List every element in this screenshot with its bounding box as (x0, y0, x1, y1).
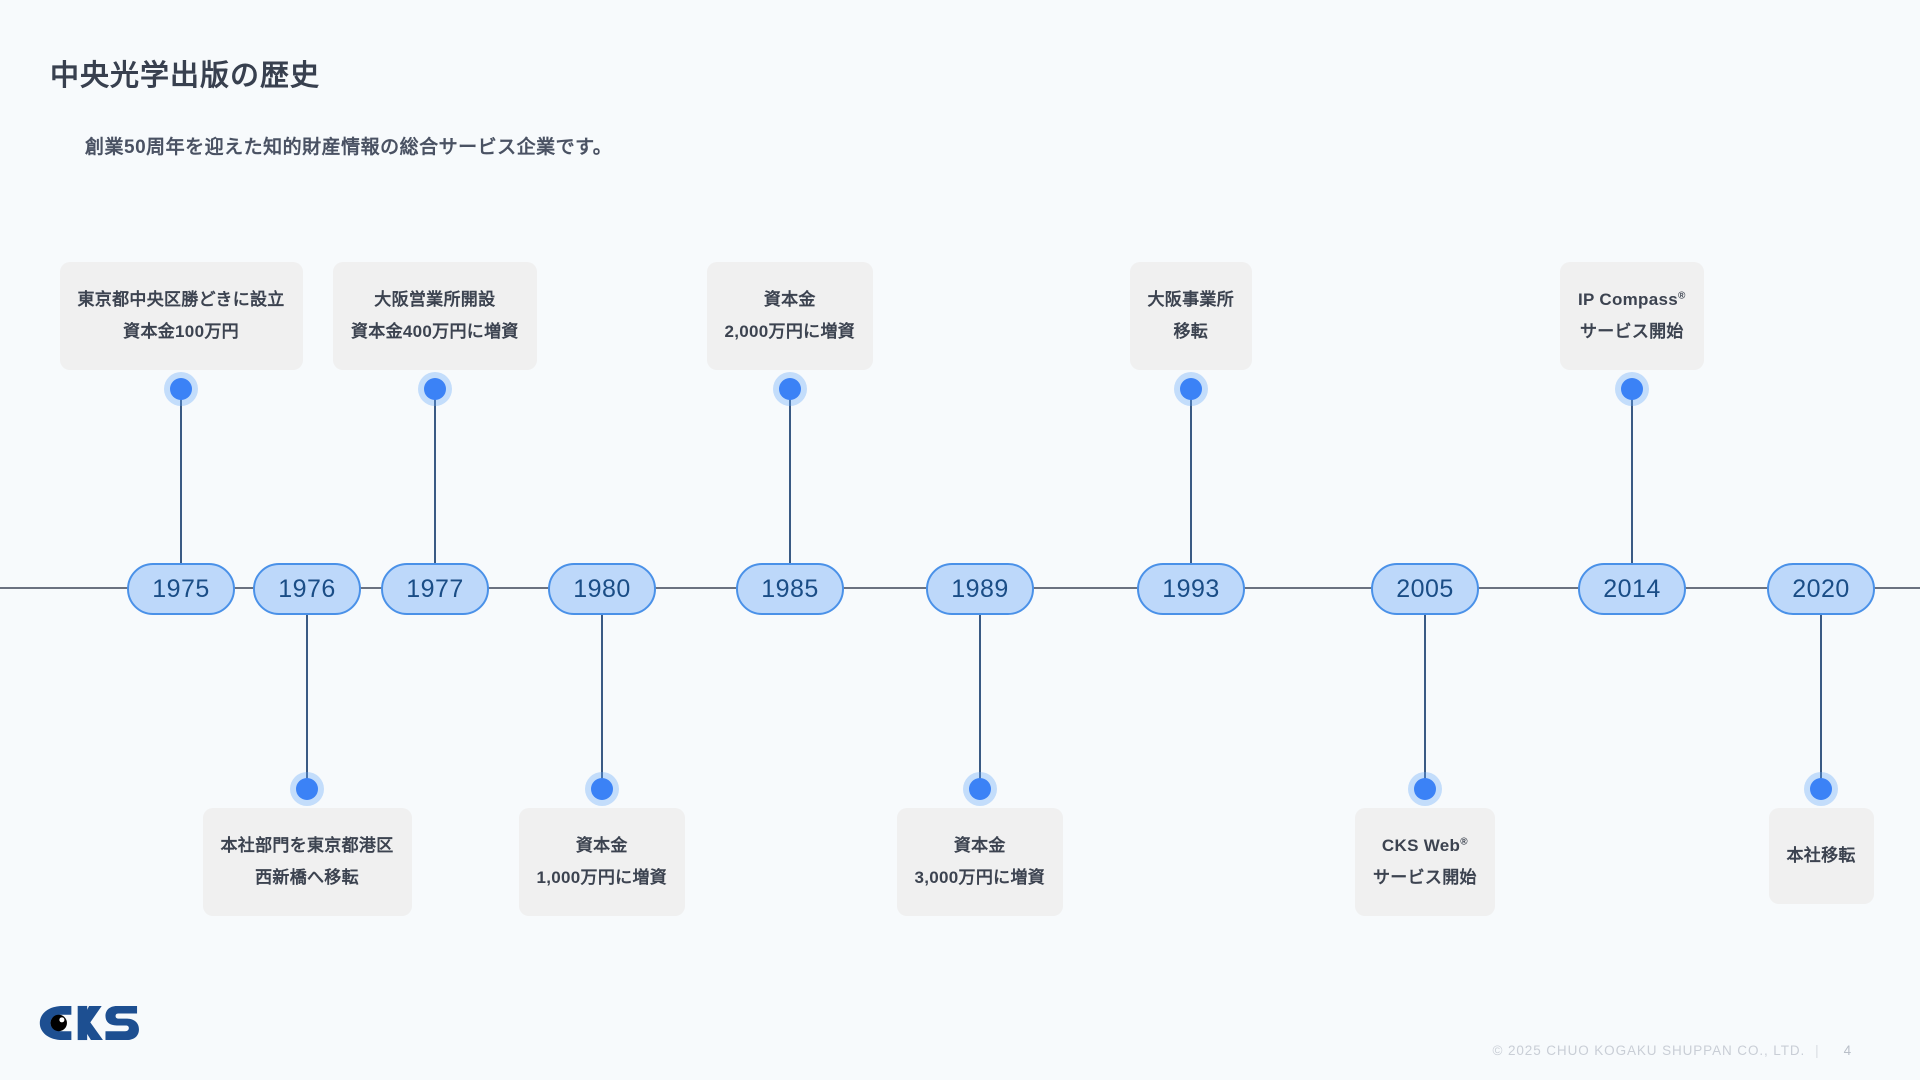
timeline-dot-1975 (170, 378, 192, 400)
timeline-dot-1980 (591, 778, 613, 800)
card-line-2: 1,000万円に増資 (536, 868, 668, 887)
timeline-card-1993[interactable]: 大阪事業所移転 (1129, 262, 1252, 370)
timeline-year-1977[interactable]: 1977 (381, 563, 489, 615)
page-subtitle: 創業50周年を迎えた知的財産情報の総合サービス企業です。 (85, 137, 613, 158)
card-line-1: 資本金 (575, 835, 628, 855)
card-line-1: 大阪事業所 (1147, 289, 1234, 309)
timeline-card-2020[interactable]: 本社移転 (1768, 808, 1874, 904)
card-line-1: CKS Web® (1381, 835, 1468, 855)
year-label: 1989 (951, 574, 1009, 603)
card-line-2: サービス開始 (1373, 868, 1477, 887)
timeline-year-2014[interactable]: 2014 (1578, 563, 1686, 615)
timeline-dot-1977 (424, 378, 446, 400)
timeline-connector-1976 (306, 588, 308, 789)
footer: © 2025 CHUO KOGAKU SHUPPAN CO., LTD. | 4 (1492, 1043, 1852, 1058)
timeline-connector-1993 (1190, 389, 1192, 588)
timeline-dot-1993 (1180, 378, 1202, 400)
timeline-year-1975[interactable]: 1975 (127, 563, 235, 615)
timeline-dot-2014 (1621, 378, 1643, 400)
timeline-year-1989[interactable]: 1989 (926, 563, 1034, 615)
year-label: 2020 (1792, 574, 1850, 603)
timeline-connector-2014 (1631, 389, 1633, 588)
timeline-connector-2020 (1820, 588, 1822, 789)
footer-separator: | (1815, 1043, 1820, 1058)
card-line-1: 本社部門を東京都港区 (220, 835, 394, 855)
card-line-2: 資本金100万円 (123, 322, 239, 341)
year-label: 2014 (1603, 574, 1661, 603)
timeline-dot-2005 (1414, 778, 1436, 800)
card-line-2: サービス開始 (1579, 322, 1684, 341)
card-line-1: 東京都中央区勝どきに設立 (77, 289, 285, 309)
card-line-1: IP Compass® (1578, 289, 1686, 309)
card-line-1: 資本金 (953, 835, 1006, 855)
year-label: 2005 (1396, 574, 1454, 603)
card-line-2: 2,000万円に増資 (724, 322, 856, 341)
timeline-year-1976[interactable]: 1976 (253, 563, 361, 615)
timeline-connector-1975 (180, 389, 182, 588)
timeline-connector-1977 (434, 389, 436, 588)
timeline-year-2020[interactable]: 2020 (1767, 563, 1875, 615)
year-label: 1977 (406, 574, 464, 603)
timeline-year-1993[interactable]: 1993 (1137, 563, 1245, 615)
timeline-connector-1989 (979, 588, 981, 789)
card-line-1: 本社移転 (1786, 845, 1856, 865)
timeline-connector-2005 (1424, 588, 1426, 789)
timeline-connector-1980 (601, 588, 603, 789)
year-label: 1985 (761, 574, 819, 603)
year-label: 1980 (573, 574, 631, 603)
year-label: 1975 (152, 574, 210, 603)
cks-logo (36, 1000, 156, 1046)
timeline-card-1989[interactable]: 資本金 3,000万円に増資 (896, 808, 1064, 916)
timeline-connector-1985 (789, 389, 791, 588)
timeline-card-1980[interactable]: 資本金 1,000万円に増資 (518, 808, 686, 916)
page-number: 4 (1843, 1043, 1852, 1058)
page-title: 中央光学出版の歴史 (50, 60, 321, 92)
timeline-year-1980[interactable]: 1980 (548, 563, 656, 615)
timeline-dot-1976 (296, 778, 318, 800)
timeline-card-2005[interactable]: CKS Web® サービス開始 (1355, 808, 1495, 916)
card-line-2: 移転 (1173, 322, 1209, 341)
footer-copyright: © 2025 CHUO KOGAKU SHUPPAN CO., LTD. (1492, 1043, 1806, 1058)
timeline-card-2014[interactable]: IP Compass® サービス開始 (1560, 262, 1704, 370)
timeline-year-2005[interactable]: 2005 (1371, 563, 1479, 615)
timeline-card-1975[interactable]: 東京都中央区勝どきに設立資本金100万円 (59, 262, 303, 370)
timeline-card-1977[interactable]: 大阪営業所開設資本金400万円に増資 (333, 262, 537, 370)
card-line-1: 大阪営業所開設 (374, 289, 496, 309)
card-line-2: 西新橋へ移転 (255, 868, 359, 887)
card-line-1: 資本金 (763, 289, 816, 309)
card-line-2: 3,000万円に増資 (914, 868, 1046, 887)
timeline-dot-1989 (969, 778, 991, 800)
timeline-dot-1985 (779, 378, 801, 400)
timeline-dot-2020 (1810, 778, 1832, 800)
timeline-card-1976[interactable]: 本社部門を東京都港区西新橋へ移転 (202, 808, 412, 916)
timeline-year-1985[interactable]: 1985 (736, 563, 844, 615)
year-label: 1993 (1162, 574, 1220, 603)
card-line-2: 資本金400万円に増資 (351, 322, 519, 341)
year-label: 1976 (278, 574, 336, 603)
timeline-card-1985[interactable]: 資本金 2,000万円に増資 (706, 262, 874, 370)
